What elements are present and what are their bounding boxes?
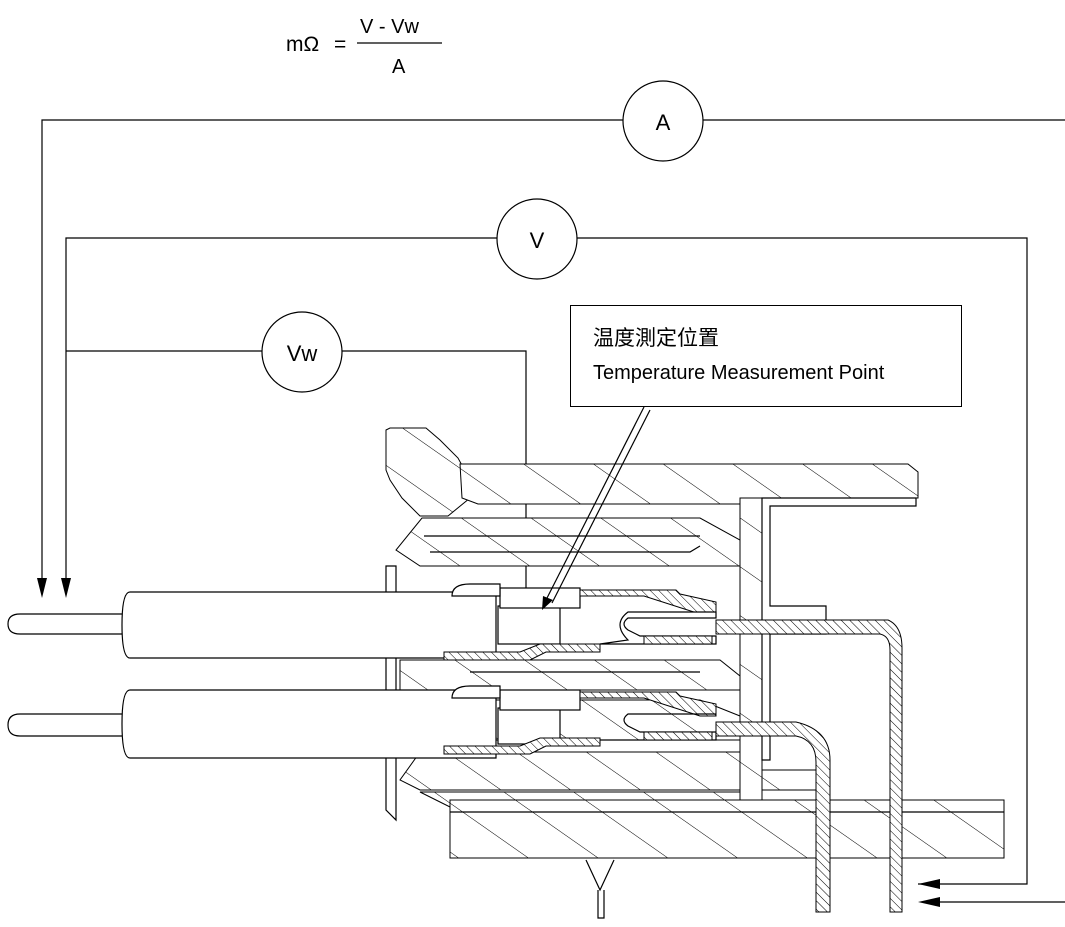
upper-crimp-point <box>497 605 561 645</box>
formula-lhs: mΩ <box>286 33 319 56</box>
callout-label-jp: 温度測定位置 <box>593 326 719 350</box>
latch-housing <box>385 427 471 517</box>
leader-line-2 <box>551 409 651 604</box>
housing-right-recess <box>761 497 917 761</box>
probe-arrow-v <box>61 578 71 598</box>
resistance-formula: mΩ = V - Vw A <box>286 16 442 78</box>
temperature-measurement-callout: 温度測定位置 Temperature Measurement Point <box>570 305 962 407</box>
housing-right-wall <box>739 497 763 801</box>
wire-voltmeter-label: Vw <box>287 341 318 366</box>
lower-terminal-base <box>443 737 601 755</box>
lower-cable-conductor <box>7 713 131 737</box>
voltmeter-label: V <box>530 228 545 253</box>
formula-numerator: V - Vw <box>360 16 419 38</box>
voltmeter: V <box>496 198 578 280</box>
upper-cable <box>7 583 581 659</box>
board-standoff <box>585 859 615 892</box>
upper-cable-conductor <box>7 613 131 635</box>
lower-terminal-spring <box>579 691 717 717</box>
upper-latch-block <box>395 517 741 567</box>
middle-rib <box>399 659 741 691</box>
lower-cable-insulation <box>121 689 497 759</box>
probe-arrow-a <box>37 578 47 598</box>
leader-line-1 <box>545 406 645 601</box>
ammeter-wire-left <box>41 119 623 592</box>
lower-pin <box>715 721 831 913</box>
upper-pin <box>715 619 903 913</box>
lower-cable <box>7 685 581 759</box>
voltmeter-wire-left <box>65 237 497 592</box>
ammeter: A <box>622 80 704 162</box>
callout-leader <box>542 406 651 610</box>
connector-cross-section <box>7 427 1005 919</box>
leader-arrowhead <box>542 596 553 610</box>
upper-cable-insulation <box>121 591 497 659</box>
callout-label-en: Temperature Measurement Point <box>593 362 885 384</box>
probe-arrow-v-right <box>918 879 940 889</box>
formula-equals: = <box>334 33 346 56</box>
upper-terminal-base <box>443 643 601 661</box>
wire-voltmeter: Vw <box>261 311 343 393</box>
ammeter-label: A <box>656 110 671 135</box>
pcb-board <box>449 799 1005 859</box>
formula-denominator: A <box>392 56 406 78</box>
upper-terminal-spring <box>579 589 717 615</box>
probe-arrow-a-right <box>918 897 940 907</box>
voltmeter-wire-right <box>577 237 1028 885</box>
